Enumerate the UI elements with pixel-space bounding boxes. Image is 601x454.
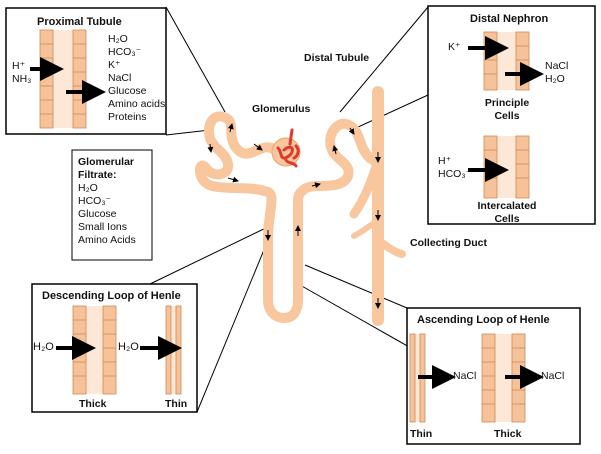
- principle-label-line1: Principle: [484, 97, 530, 109]
- principle-label-line2: Cells: [494, 110, 520, 122]
- proximal-out-list: H₂O HCO₃⁻ K⁺ NaCl Glucose Amino acids Pr…: [108, 33, 165, 124]
- descending-thin-in-label: H₂O: [118, 341, 139, 353]
- proximal-in-item: H⁺: [12, 60, 26, 72]
- ascending-thin-out-label: NaCl: [453, 370, 477, 382]
- intercalated-label-line2: Cells: [494, 213, 520, 225]
- principle-out-list: NaCl H₂O: [545, 60, 568, 86]
- glomerular-filtrate-title-2: Filtrate:: [78, 169, 117, 181]
- flow-arrows: [207, 123, 381, 309]
- proximal-in-item: NH₃: [12, 73, 32, 85]
- filtrate-item: Small Ions: [78, 221, 128, 233]
- intercalated-in-item: H⁺: [438, 155, 452, 167]
- proximal-out-item: Glucose: [108, 85, 147, 97]
- descending-loop-title: Descending Loop of Henle: [42, 290, 181, 302]
- proximal-cells: [39, 29, 87, 129]
- glomerulus-capillaries: [276, 128, 300, 168]
- principle-out-item: H₂O: [545, 73, 565, 85]
- principle-cells-label: Principle Cells: [474, 97, 540, 123]
- filtrate-item: H₂O: [78, 182, 98, 194]
- filtrate-item: Glucose: [78, 208, 117, 220]
- glomerular-filtrate-title: Glomerular: [78, 156, 135, 168]
- ascending-thick-out-label: NaCl: [541, 370, 565, 382]
- descending-thick-label: Thick: [79, 398, 107, 410]
- proximal-out-item: K⁺: [108, 59, 121, 71]
- collecting-duct-label: Collecting Duct: [410, 237, 488, 249]
- ascending-thick-label: Thick: [494, 428, 522, 440]
- principle-out-item: NaCl: [545, 60, 569, 72]
- intercalated-label-line1: Intercalated: [477, 200, 537, 212]
- proximal-out-item: NaCl: [108, 72, 132, 84]
- glomerular-filtrate-box: [71, 149, 153, 261]
- nephron-tubule: [195, 86, 406, 326]
- proximal-out-item: Amino acids: [108, 98, 166, 110]
- intercalated-in-list: H⁺ HCO₃⁻: [438, 155, 471, 181]
- proximal-tubule-title: Proximal Tubule: [37, 16, 122, 28]
- proximal-out-item: H₂O: [108, 33, 128, 45]
- principle-in-label: K⁺: [448, 41, 461, 53]
- glomerulus-label: Glomerulus: [252, 103, 311, 115]
- intercalated-cells-label: Intercalated Cells: [464, 200, 550, 226]
- connector-lines: [149, 6, 581, 445]
- distal-nephron-title: Distal Nephron: [470, 13, 549, 25]
- descending-thin-label: Thin: [165, 398, 188, 410]
- proximal-out-item: HCO₃⁻: [108, 46, 142, 58]
- proximal-out-item: Proteins: [108, 111, 147, 123]
- filtrate-item: Amino Acids: [78, 234, 136, 246]
- glomerular-filtrate-list: Glomerular Filtrate: H₂O HCO₃⁻ Glucose S…: [78, 156, 136, 247]
- intercalated-cells: [483, 135, 530, 199]
- filtrate-item: HCO₃⁻: [78, 195, 112, 207]
- intercalated-in-item: HCO₃⁻: [438, 168, 472, 180]
- ascending-loop-title: Ascending Loop of Henle: [417, 314, 550, 326]
- proximal-in-list: H⁺ NH₃: [12, 60, 31, 86]
- distal-tubule-label: Distal Tubule: [304, 52, 370, 64]
- principle-cells: [483, 31, 530, 91]
- ascending-thin-label: Thin: [410, 428, 433, 440]
- descending-thick-in-label: H₂O: [33, 341, 54, 353]
